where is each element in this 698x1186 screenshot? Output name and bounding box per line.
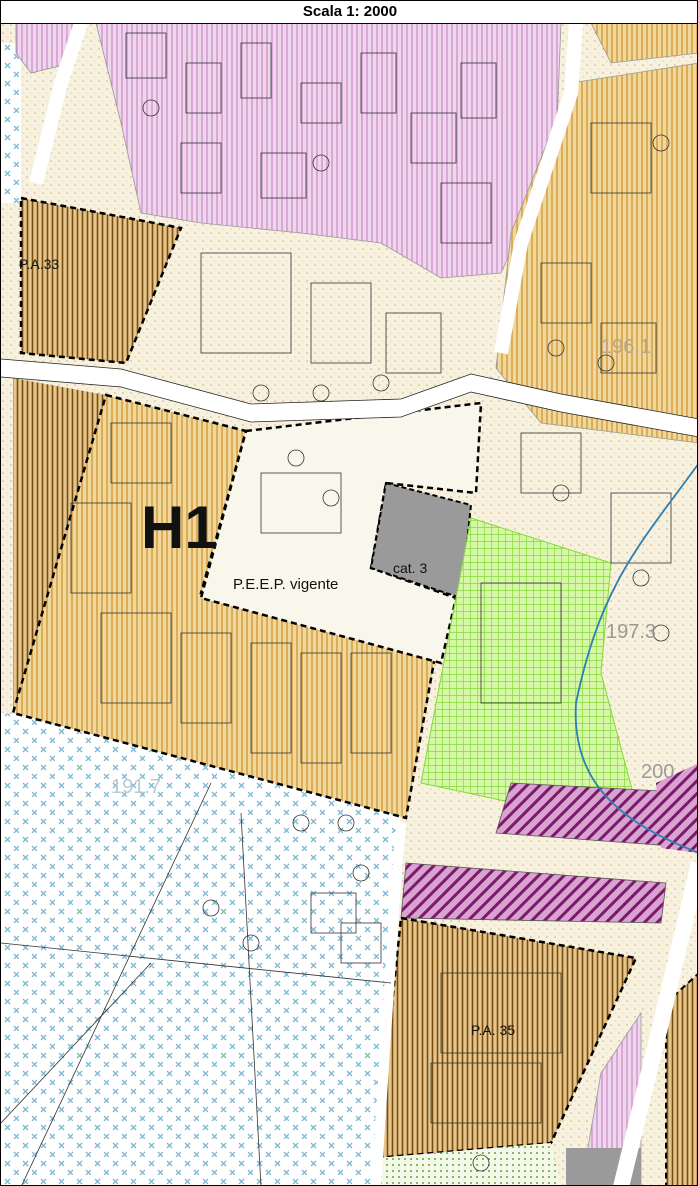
cat3-zone [369,481,473,600]
label-elev-191-7: 191.7 [111,776,161,798]
main-road-edge [1,358,697,438]
river-line [574,464,697,854]
main-road [1,359,697,437]
green-dot-zone-south [371,1143,561,1185]
tree-symbols [142,99,670,1172]
road-east-north [494,23,583,355]
magenta-zone-3 [656,763,697,853]
label-elev-197-3: 197.3 [606,621,656,643]
label-h1: H1 [141,494,218,561]
label-cat3: cat. 3 [393,560,427,576]
label-elev-200: 200 [641,761,674,783]
agricultural-zone-west [1,43,401,1185]
label-pa35: P.A. 35 [471,1022,515,1038]
brown-zone-southeast [665,973,697,1185]
road-south [613,861,697,1185]
magenta-zone-1 [495,782,697,849]
label-elev-196-1: 196.1 [601,336,651,358]
label-pa33: P.A.33 [19,256,59,272]
residential-zone-northwest [15,23,77,74]
residential-zone-northeast [590,23,697,64]
zoning-map: H1 P.E.E.P. vigente cat. 3 P.A.33 P.A. 3… [1,23,697,1185]
residential-zone-north [95,23,562,279]
label-peep: P.E.E.P. vigente [233,576,338,593]
scale-title: Scala 1: 2000 [1,1,697,24]
brown-zone-west [13,378,106,713]
road-central-south [371,822,406,1185]
magenta-zone-2 [400,862,667,924]
road-north-west [29,23,88,185]
pa33-zone [19,196,183,365]
building-outlines [70,32,672,1124]
utility-lines [1,782,392,1185]
